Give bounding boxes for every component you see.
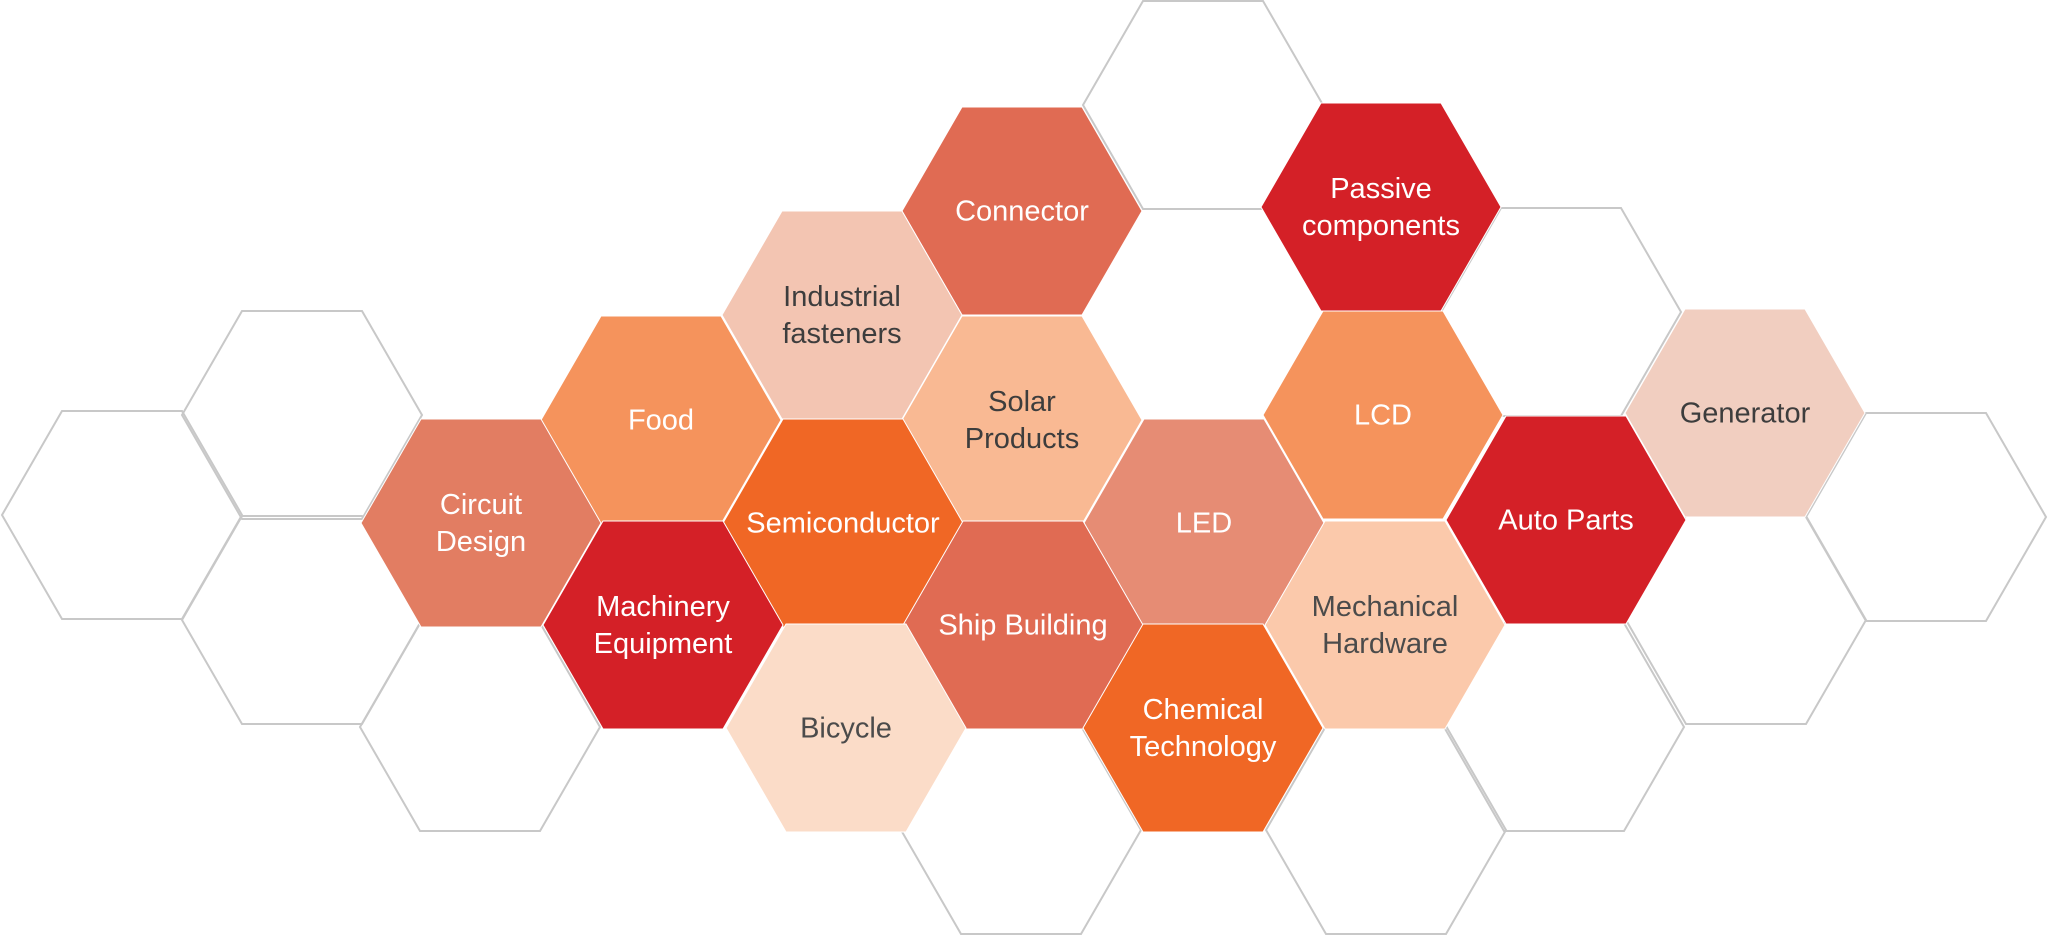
hex-shape-auto-parts <box>1445 415 1687 625</box>
hex-shape-mechanical-hardware <box>1264 520 1506 730</box>
hex-label-ship-building: Ship Building <box>938 610 1107 642</box>
hex-label-auto-parts: Auto Parts <box>1498 505 1633 537</box>
hex-label-food: Food <box>628 405 694 437</box>
hex-label-semiconductor: Semiconductor <box>746 508 940 540</box>
hex-industrial-fasteners: Industrial fasteners <box>721 210 963 420</box>
hex-label-passive-components: components <box>1302 210 1460 242</box>
hex-shape-generator <box>1624 308 1866 518</box>
hex-shape-machinery-equipment <box>542 520 784 730</box>
hex-label-lcd: LCD <box>1354 400 1412 432</box>
hex-label-circuit-design: Design <box>436 526 526 558</box>
hex-shape-lcd <box>1262 310 1504 520</box>
empty-hexagon <box>0 410 244 620</box>
hex-label-industrial-fasteners: fasteners <box>782 318 901 350</box>
empty-hexagon <box>180 310 424 520</box>
hex-label-industrial-fasteners: Industrial <box>783 281 901 313</box>
hex-shape-passive-components <box>1260 102 1502 312</box>
hex-label-chemical-technology: Chemical <box>1143 694 1264 726</box>
hex-label-machinery-equipment: Machinery <box>596 591 730 623</box>
hex-led: LED <box>1083 418 1325 628</box>
hex-generator: Generator <box>1624 308 1866 518</box>
hex-shape-bicycle <box>725 623 967 833</box>
hex-connector: Connector <box>901 106 1143 316</box>
hex-label-chemical-technology: Technology <box>1130 731 1277 763</box>
hex-lcd: LCD <box>1262 310 1504 520</box>
hex-passive-components: Passive components <box>1260 102 1502 312</box>
hex-label-solar-products: Solar <box>988 386 1056 418</box>
hex-label-bicycle: Bicycle <box>800 713 892 745</box>
hex-ship-building: Ship Building <box>902 520 1144 730</box>
hex-label-solar-products: Products <box>965 423 1079 455</box>
hex-label-passive-components: Passive <box>1330 173 1432 205</box>
hex-label-machinery-equipment: Equipment <box>594 628 733 660</box>
hex-semiconductor: Semiconductor <box>722 418 964 628</box>
hex-label-led: LED <box>1176 508 1232 540</box>
hex-shape-circuit-design <box>360 418 602 628</box>
hex-shape-chemical-technology <box>1082 623 1324 833</box>
hex-label-generator: Generator <box>1680 398 1811 430</box>
hex-label-connector: Connector <box>955 196 1089 228</box>
hex-label-circuit-design: Circuit <box>440 489 522 521</box>
hex-label-mechanical-hardware: Mechanical <box>1312 591 1459 623</box>
hex-label-mechanical-hardware: Hardware <box>1322 628 1448 660</box>
hex-bicycle: Bicycle <box>725 623 967 833</box>
hex-auto-parts: Auto Parts <box>1445 415 1687 625</box>
